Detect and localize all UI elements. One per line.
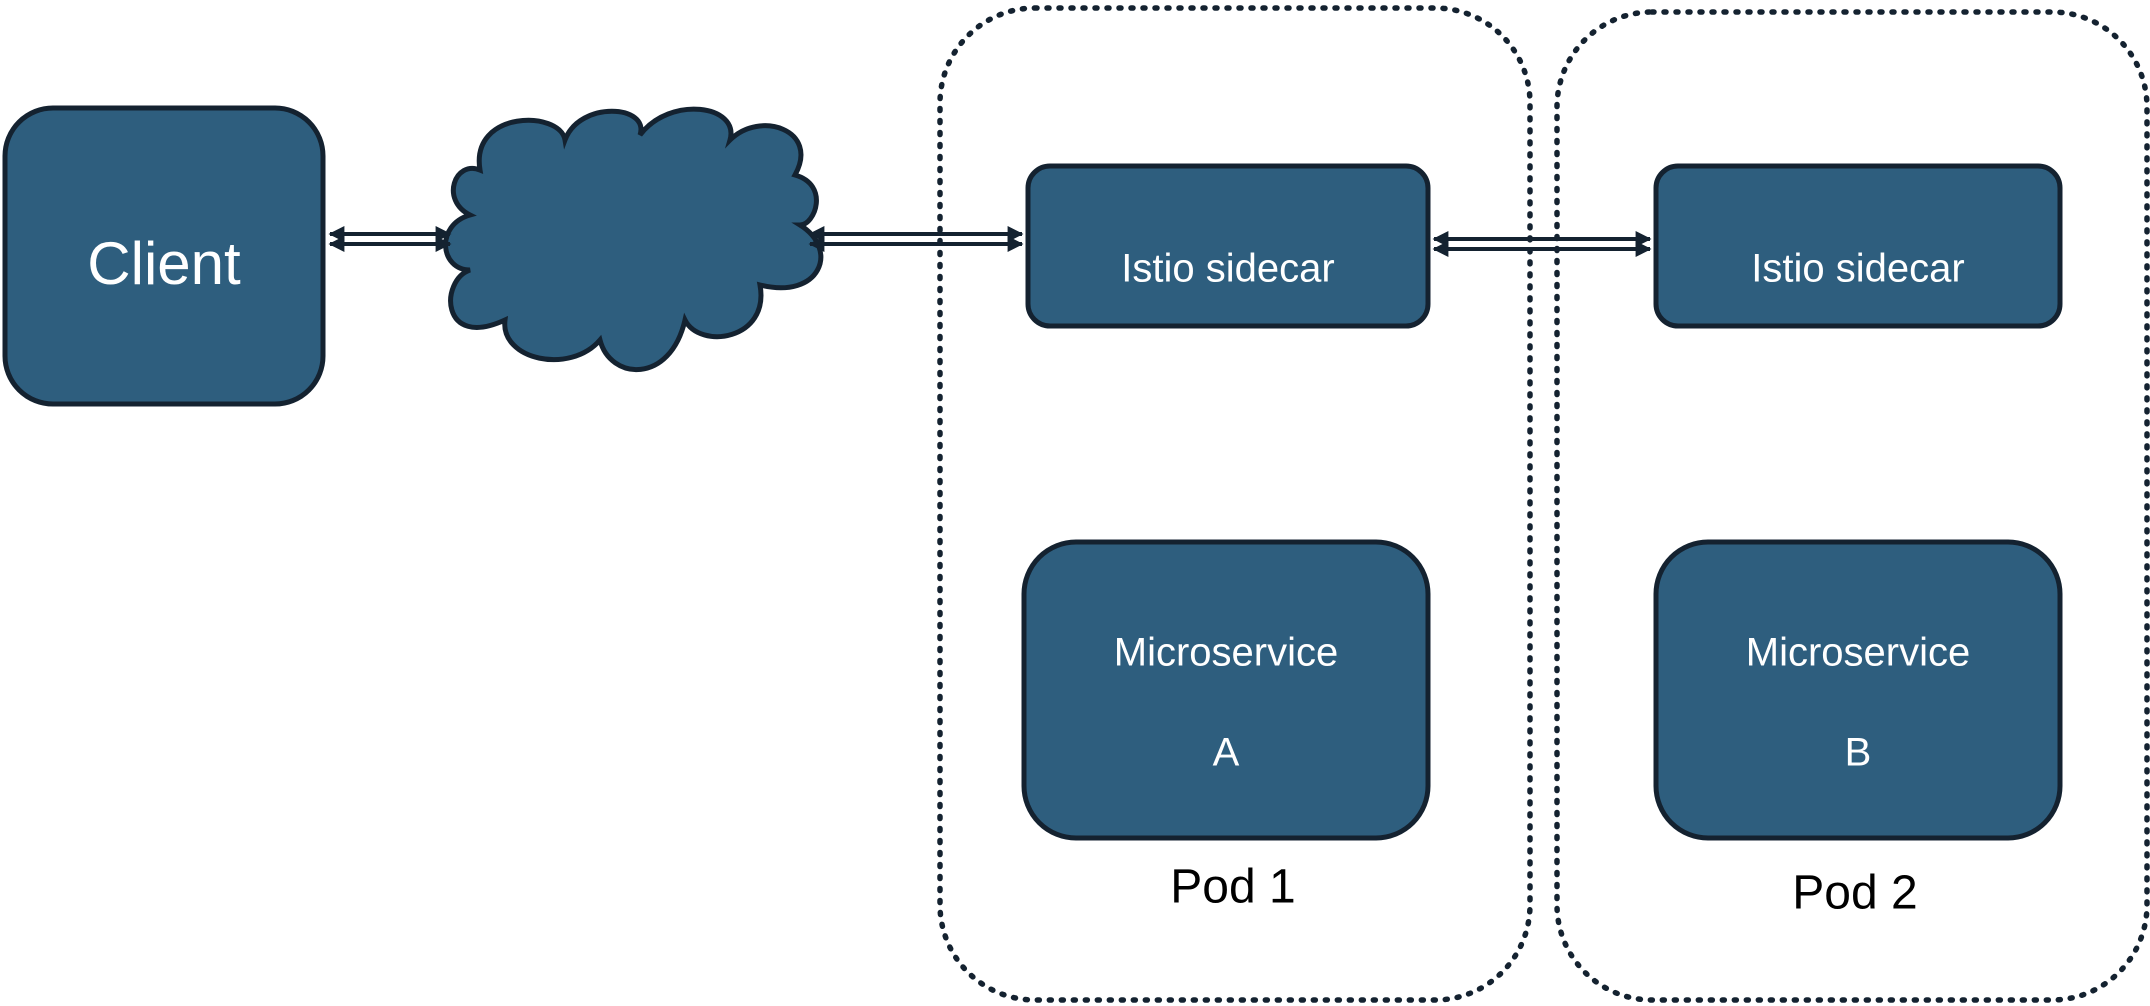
pod-2-sidecar: Istio sidecar — [1653, 163, 2063, 329]
sidecar-label: Istio sidecar — [1121, 247, 1334, 291]
client-node: Client — [2, 105, 326, 407]
microservice-label: Microservice — [1114, 631, 1338, 675]
pod-1-microservice: Microservice A — [1021, 539, 1431, 841]
pod-2-container — [1554, 9, 2150, 1003]
pod-2-microservice: Microservice B — [1653, 539, 2063, 841]
pod-1-label: Pod 1 — [1170, 861, 1295, 914]
connector-sidecar-1-sidecar-2 — [1432, 231, 1652, 257]
pod-2-label: Pod 2 — [1792, 867, 1917, 920]
client-label: Client — [87, 230, 241, 297]
connector-client-cloud — [328, 226, 452, 252]
cloud-icon — [443, 106, 824, 373]
sidecar-label: Istio sidecar — [1751, 247, 1964, 291]
microservice-label: Microservice — [1746, 631, 1970, 675]
pod-1-container — [937, 5, 1533, 1003]
connector-cloud-sidecar-1 — [808, 226, 1024, 252]
microservice-letter: B — [1845, 731, 1872, 775]
pod-1-sidecar: Istio sidecar — [1025, 163, 1431, 329]
microservice-letter: A — [1213, 731, 1240, 775]
